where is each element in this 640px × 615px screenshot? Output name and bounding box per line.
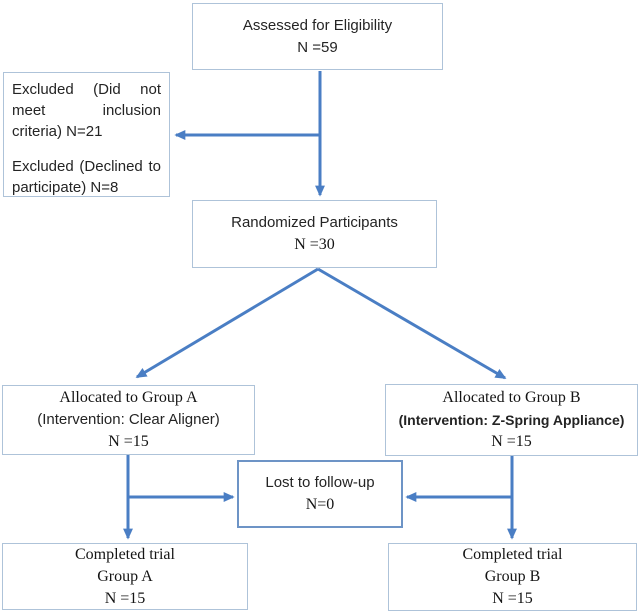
group-a-intervention: (Intervention: Clear Aligner) [37,411,220,428]
completed-a-count: N =15 [104,589,146,607]
arrow-randomized-to-group-b [317,267,507,380]
group-b-title: Allocated to Group B [442,389,581,406]
completed-b-count: N =15 [492,590,533,607]
box-completed-group-b: Completed trial Group B N =15 [388,543,637,611]
randomized-count: N =30 [294,236,335,253]
completed-b-title: Completed trial [462,546,563,563]
randomized-title: Randomized Participants [231,214,398,231]
assessed-count: N =59 [297,38,338,56]
box-completed-group-a: Completed trial Group A N =15 [2,543,248,610]
group-a-count: N =15 [108,433,149,450]
completed-a-title: Completed trial [75,545,175,563]
group-b-count: N =15 [491,433,532,450]
group-a-title: Allocated to Group A [59,389,198,406]
arrow-randomized-to-group-a [135,267,319,379]
lost-title: Lost to follow-up [265,474,375,491]
box-excluded: Excluded (Did not meet inclusion criteri… [3,72,170,197]
box-allocated-group-b: Allocated to Group B (Intervention: Z-Sp… [385,384,638,456]
completed-b-group: Group B [484,568,541,585]
excluded-declined: Excluded (Declined to participate) N=8 [12,158,161,196]
assessed-title: Assessed for Eligibility [242,16,393,34]
group-b-intervention: (Intervention: Z-Spring Appliance) [398,412,625,428]
excluded-not-meeting-criteria: Excluded (Did not meet inclusion criteri… [12,81,161,140]
completed-a-group: Group A [97,567,153,585]
box-lost-to-follow-up: Lost to follow-up N=0 [237,460,403,528]
box-allocated-group-a: Allocated to Group A (Intervention: Clea… [2,385,255,455]
box-assessed-eligibility: Assessed for Eligibility N =59 [192,3,443,70]
lost-count: N=0 [305,496,335,513]
box-randomized: Randomized Participants N =30 [192,200,437,268]
